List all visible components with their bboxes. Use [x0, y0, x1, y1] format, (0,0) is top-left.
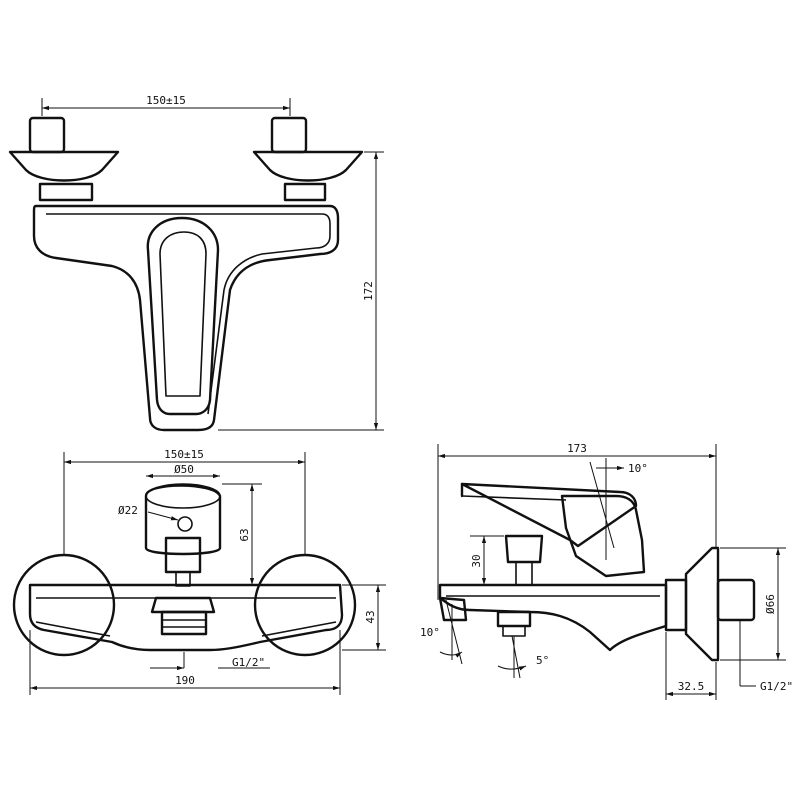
- front-aerator: [160, 610, 208, 636]
- front-overall-width: 190: [175, 674, 195, 687]
- side-spout: [438, 596, 468, 622]
- lever-handle: [146, 216, 220, 416]
- side-body: [438, 583, 668, 652]
- left-escutcheon: [8, 150, 120, 182]
- front-handle-height: 63: [238, 528, 251, 541]
- side-spout-angle: 10°: [420, 626, 440, 639]
- lever-inner: [159, 231, 207, 397]
- side-flange: [684, 546, 720, 662]
- mixer-body: [32, 204, 340, 432]
- front-centers-dim: 150±15: [164, 448, 204, 461]
- side-inlet: [716, 578, 756, 622]
- side-spout-height: 30: [470, 554, 483, 567]
- side-inlet-thread: G1/2": [760, 680, 793, 693]
- side-depth-dim: 173: [567, 442, 587, 455]
- body-inner-line: [46, 213, 331, 415]
- right-escutcheon: [252, 150, 364, 182]
- side-flange-dia: Ø66: [764, 594, 777, 614]
- top-view: 150±15 172: [8, 94, 384, 432]
- side-outlet-angle: 5°: [536, 654, 549, 667]
- side-lever: [460, 482, 638, 548]
- front-body: [28, 583, 344, 652]
- side-housing: [560, 494, 646, 578]
- right-nut: [283, 182, 327, 202]
- side-stem: [504, 534, 544, 564]
- front-outlet-thread: G1/2": [232, 656, 265, 669]
- front-handle: [144, 484, 222, 556]
- side-view: 173 10° 30 10° 5° Ø66 32.5 G1/2": [420, 442, 793, 700]
- front-view: 150±15 Ø50 Ø22 63 43 190 G1/2": [12, 448, 386, 695]
- side-handle-angle: 10°: [628, 462, 648, 475]
- side-connector: [664, 578, 688, 632]
- top-height-dim: 172: [362, 281, 375, 301]
- front-handle-dia: Ø50: [174, 463, 194, 476]
- left-inlet-stub: [28, 116, 66, 154]
- top-width-dim: 150±15: [146, 94, 186, 107]
- side-outlet: [496, 610, 532, 628]
- side-wall-offset: 32.5: [678, 680, 705, 693]
- front-outlet: [150, 596, 216, 614]
- front-knob-dia: Ø22: [118, 504, 138, 517]
- right-inlet-stub: [270, 116, 308, 154]
- front-knob: [177, 516, 193, 532]
- front-body-height: 43: [364, 610, 377, 623]
- left-nut: [38, 182, 94, 202]
